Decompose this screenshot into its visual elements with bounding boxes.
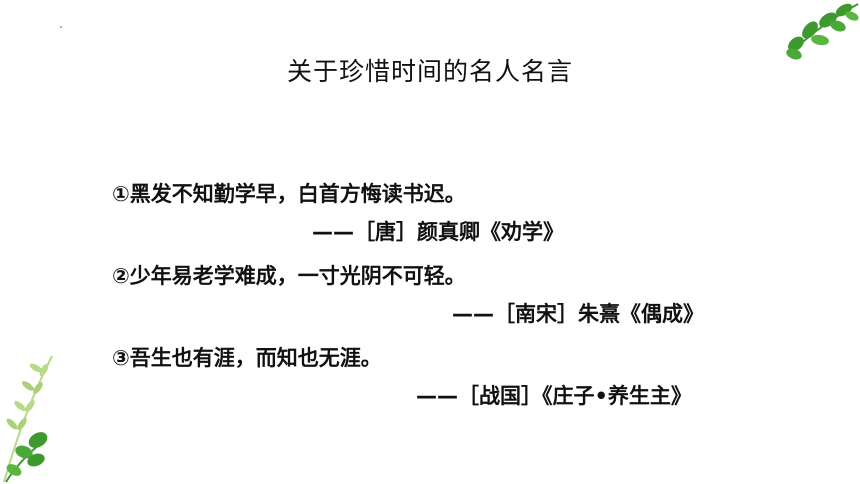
quote-3-source: ——［战国］《庄子•养生主》 (416, 384, 692, 408)
quote-3-text: ③吾生也有涯，而知也无涯。 (112, 346, 382, 370)
leaf-branch-icon (3, 355, 53, 483)
quote-2-text: ②少年易老学难成，一寸光阴不可轻。 (112, 264, 466, 288)
quote-2-source: ——［南宋］朱熹《偶成》 (452, 302, 704, 326)
leaf-branch-icon (786, 3, 859, 60)
quote-1-source: ——［唐］颜真卿《劝学》 (312, 220, 564, 244)
quote-1-text: ①黑发不知勤学早，白首方悔读书迟。 (112, 182, 466, 206)
dot-mark (60, 26, 62, 28)
slide-title: 关于珍惜时间的名人名言 (286, 57, 573, 86)
